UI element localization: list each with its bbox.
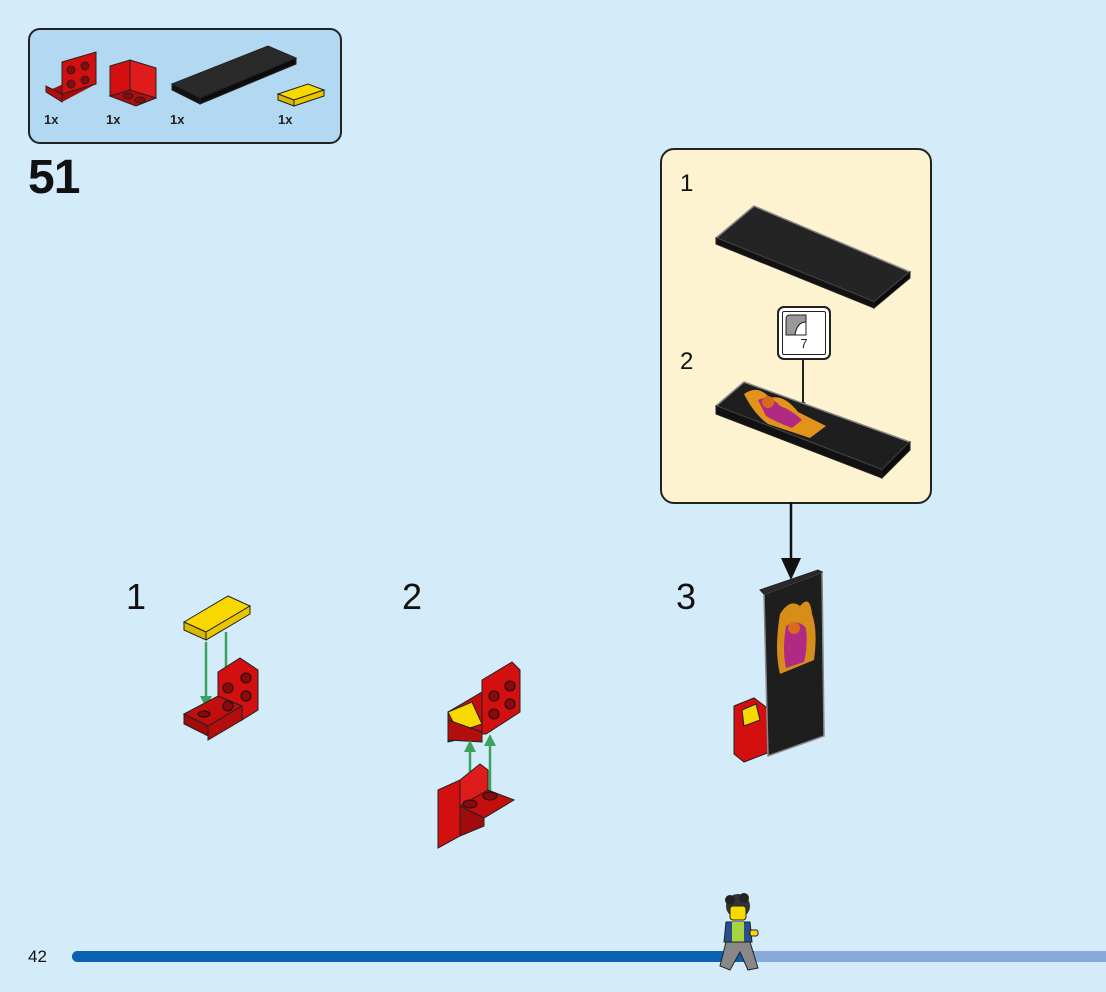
- substep-3-assembly: [733, 569, 825, 763]
- black-tile-with-sticker: [714, 381, 912, 480]
- black-tile-2x6: [714, 205, 912, 310]
- substep-number: 1: [126, 576, 147, 617]
- substep-number: 3: [676, 576, 697, 617]
- minifigure-progress-marker: [719, 893, 759, 971]
- step-number: 51: [28, 151, 80, 204]
- red-bracket-2x2-part: [45, 51, 97, 103]
- part-quantity: 1x: [278, 112, 293, 127]
- callout-substep-number: 2: [680, 348, 694, 375]
- sticker-number: 7: [800, 336, 808, 351]
- part-quantity: 1x: [106, 112, 121, 127]
- progress-bar: [72, 951, 1106, 962]
- part-quantity: 1x: [170, 112, 185, 127]
- down-arrow: [781, 502, 801, 580]
- red-bracket-1x2-part: [108, 59, 158, 107]
- yellow-tile-1x2-part: [276, 83, 326, 107]
- callout-substep-number: 1: [680, 170, 694, 197]
- black-tile-2x6-part: [170, 45, 298, 105]
- substep-1-assembly: [182, 595, 259, 741]
- sticker-reference-tag: 7: [777, 306, 831, 360]
- substep-2-assembly: [437, 661, 521, 849]
- sticker-peel-icon: [785, 314, 807, 336]
- progress-bar-fill: [72, 951, 755, 962]
- page-number: 42: [28, 947, 47, 966]
- parts-list-box: 1x 1x 1x 1x: [28, 28, 342, 144]
- part-quantity: 1x: [44, 112, 59, 127]
- substep-number: 2: [402, 576, 423, 617]
